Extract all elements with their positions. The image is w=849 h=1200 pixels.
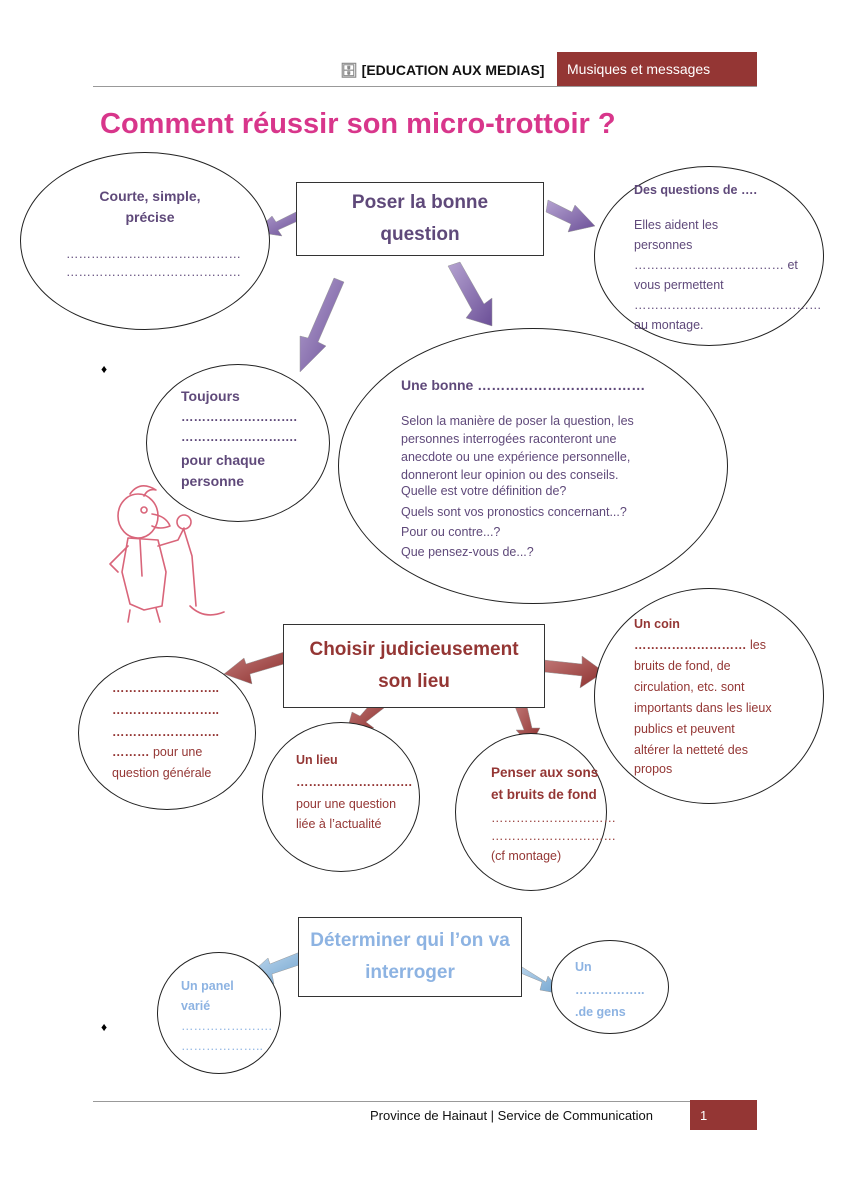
- bubble-questions-of-line-1: Elles aident les: [634, 218, 719, 232]
- bubble-quiet-corner-dots-line: ……………………… les: [634, 635, 766, 655]
- bubble-quiet-corner-line-3: importants dans les lieux: [634, 701, 772, 715]
- header-left-text: [EDUCATION AUX MEDIAS]: [361, 62, 545, 78]
- box-choose-location: Choisir judicieusement son lieu: [283, 624, 545, 708]
- bubble-location-dots: ……………………….: [296, 775, 412, 789]
- bubble-always: [146, 364, 330, 522]
- bubble-good-question-paragraph: Selon la manière de poser la question, l…: [401, 414, 634, 483]
- bubble-number-of-people-dots: ……………..: [575, 983, 645, 997]
- bubble-varied-panel-dots-2: ………………..: [181, 1039, 263, 1053]
- bubble-always-line-5: personne: [181, 473, 245, 489]
- bubble-good-question-q3: Pour ou contre...?: [401, 525, 501, 539]
- bubble-quiet-corner-dots-tail: les: [746, 638, 766, 652]
- bubble-general-dots-2: ……………………..: [112, 703, 219, 717]
- bubble-short-simple: [20, 152, 270, 330]
- bubble-always-line-3: ……………………….: [181, 430, 297, 444]
- bubble-quiet-corner: [594, 588, 824, 804]
- bubble-sounds-heading-2: et bruits de fond: [491, 787, 597, 802]
- bubble-questions-of-heading: Des questions de ….: [634, 183, 757, 197]
- header-divider: [93, 86, 757, 87]
- bubble-quiet-corner-line-6: propos: [634, 762, 673, 776]
- bullet-2: ♦: [101, 1020, 108, 1034]
- bubble-questions-of-line-4: vous permettent: [634, 278, 724, 292]
- header-doc-icon-label: 🗄 [EDUCATION AUX MEDIAS]: [340, 62, 544, 79]
- page-number: 1: [690, 1100, 757, 1130]
- bubble-quiet-corner-line-4: publics et peuvent: [634, 722, 735, 736]
- header-right-text: Musiques et messages: [567, 61, 711, 77]
- bubble-quiet-corner-line-2: circulation, etc. sont: [634, 680, 745, 694]
- bubble-sounds-heading-1: Penser aux sons: [491, 765, 599, 780]
- bubble-general-line-4-dots: ………: [112, 745, 150, 759]
- bubble-good-question-q4: Que pensez-vous de...?: [401, 545, 534, 559]
- bubble-varied-panel-line-1: Un panel: [181, 979, 234, 993]
- bubble-good-question-q2: Quels sont vos pronostics concernant...?: [401, 505, 627, 519]
- bubble-short-simple-heading: Courte, simple, précise: [99, 188, 201, 225]
- bubble-questions-of-line-3: ……………………………… et: [634, 258, 798, 272]
- box-choose-location-label: Choisir judicieusement son lieu: [309, 638, 519, 692]
- bubble-questions-of-line-6: au montage.: [634, 318, 704, 332]
- bubble-location-heading: Un lieu: [296, 753, 338, 767]
- bubble-good-question: [338, 328, 728, 604]
- box-who-to-interview: Déterminer qui l’on va interroger: [298, 917, 522, 997]
- bubble-sounds-line-1: (cf montage): [491, 849, 562, 863]
- bubble-sounds-dots-1: …………………………: [491, 811, 616, 825]
- reporter-illustration: [109, 485, 225, 623]
- bubble-questions-of-line-2: personnes: [634, 238, 693, 252]
- bubble-general-line-4-text: pour une: [149, 745, 203, 759]
- bubble-always-line-2: ……………………….: [181, 410, 297, 424]
- bubble-always-line-1: Toujours: [181, 388, 240, 404]
- bubble-questions-of: [594, 166, 824, 346]
- bubble-good-question-q1: Quelle est votre définition de?: [401, 484, 567, 498]
- bubble-varied-panel-line-2: varié: [181, 999, 211, 1013]
- box-who-to-interview-label: Déterminer qui l’on va interroger: [310, 929, 510, 983]
- bubble-quiet-corner-line-5: altérer la netteté des: [634, 743, 748, 757]
- bubble-quiet-corner-line-1: bruits de fond, de: [634, 659, 731, 673]
- bubble-varied-panel: [157, 952, 281, 1074]
- bubble-number-of-people: [551, 940, 669, 1034]
- bubble-general-dots-3: ……………………..: [112, 725, 219, 739]
- bubble-general-dots-1: ……………………..: [112, 681, 219, 695]
- bubble-number-of-people-line-2: .de gens: [575, 1005, 626, 1019]
- bubble-questions-of-line-5: ………………………………………: [634, 298, 822, 312]
- bubble-sounds-dots-2: …………………………: [491, 829, 616, 843]
- box-ask-right-question: Poser la bonne question: [296, 182, 544, 256]
- bubble-good-question-heading: Une bonne ………………………………: [401, 377, 646, 393]
- bubble-quiet-corner-heading: Un coin: [634, 617, 680, 631]
- arrow-right-purple: [545, 199, 596, 233]
- bubble-quiet-corner-dots: ………………………: [634, 638, 747, 652]
- page-title: Comment réussir son micro-trottoir ?: [100, 108, 616, 140]
- footer-text: Province de Hainaut | Service de Communi…: [370, 1108, 654, 1123]
- header-right-badge: Musiques et messages: [557, 52, 757, 86]
- bubble-number-of-people-line-1: Un: [575, 960, 592, 974]
- bubble-short-simple-dots-1: ……………………………………: [66, 247, 241, 261]
- bubble-always-line-4: pour chaque: [181, 452, 266, 468]
- footer-divider: [93, 1101, 757, 1102]
- bubble-short-simple-dots-2: ……………………………………: [66, 265, 241, 279]
- bubble-sounds: [455, 733, 607, 891]
- bubble-general-line-5: question générale: [112, 766, 212, 780]
- bubble-location-line-2: liée à l’actualité: [296, 817, 382, 831]
- bubble-varied-panel-dots-1: ………………….: [181, 1019, 272, 1033]
- bullet-1: ♦: [101, 362, 108, 376]
- arrow-down-right-purple: [447, 261, 493, 327]
- bubble-general-question: [78, 656, 256, 810]
- document-icon: 🗄: [340, 62, 358, 78]
- arrow-left-red: [223, 651, 285, 685]
- bubble-general-line-4: ……… pour une: [112, 742, 202, 762]
- box-ask-right-question-label: Poser la bonne question: [351, 191, 489, 245]
- arrow-down-left-purple: [299, 277, 345, 373]
- bubble-location-line-1: pour une question: [296, 797, 397, 811]
- bubble-location: [262, 722, 420, 872]
- arrow-right-red: [543, 655, 605, 689]
